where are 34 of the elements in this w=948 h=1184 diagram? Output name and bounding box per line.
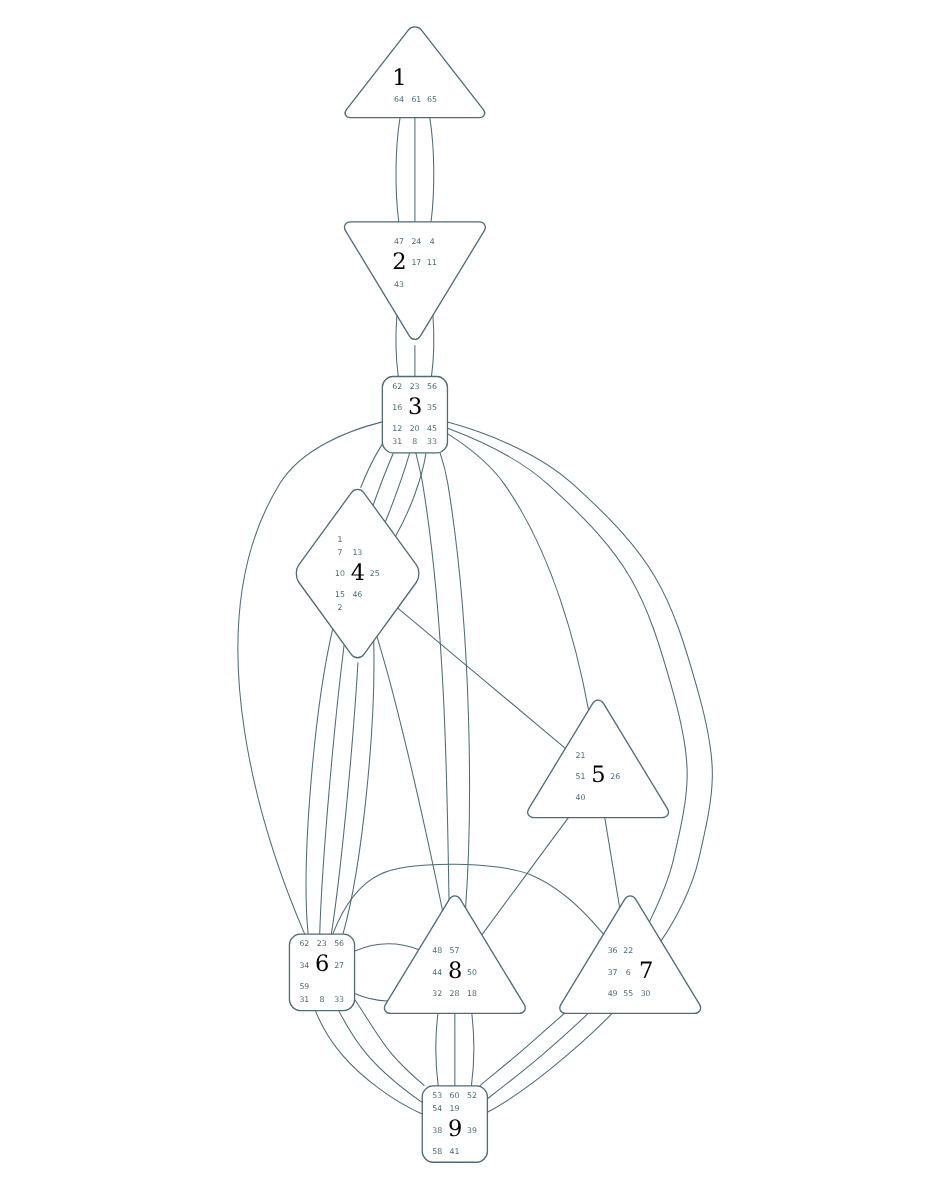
connector [394, 314, 398, 377]
connector [603, 817, 620, 909]
connector [434, 1012, 438, 1087]
connector [485, 1012, 588, 1100]
connector [353, 943, 418, 952]
connector [304, 628, 333, 935]
connector [485, 1013, 612, 1113]
connector [383, 452, 410, 523]
connector [478, 1012, 564, 1087]
connector [394, 452, 426, 537]
connector [414, 452, 449, 900]
connector [445, 433, 589, 711]
connector [337, 1010, 422, 1103]
connector [331, 863, 603, 935]
connector [469, 1012, 474, 1087]
connector [375, 636, 443, 911]
connector [341, 640, 374, 935]
connector [394, 117, 400, 223]
connector [413, 117, 415, 223]
connector [396, 607, 565, 749]
connector [318, 644, 344, 935]
connector [371, 452, 393, 506]
connector [236, 421, 382, 935]
connector [480, 817, 568, 936]
connector [353, 993, 388, 1002]
connector [453, 1012, 455, 1087]
connector [329, 662, 358, 935]
connector [313, 1010, 422, 1115]
connector [428, 117, 434, 223]
connector [438, 452, 469, 909]
connector [359, 443, 382, 489]
connector [353, 998, 424, 1087]
connector [430, 314, 434, 377]
connector [413, 344, 415, 377]
